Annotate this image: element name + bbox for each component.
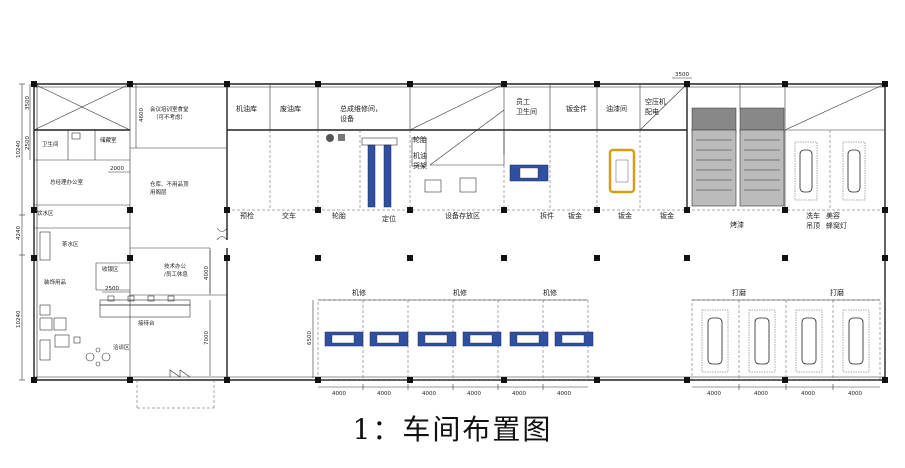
storage-room-label: 储藏室 [100, 136, 117, 144]
dim-bottom-right-3: 4000 [801, 391, 815, 397]
tire-rack [411, 137, 427, 167]
warehouse-note: 用阁层 [150, 188, 167, 196]
dim-bottom-mid-1: 4000 [332, 391, 346, 397]
paint-room-label: 油漆间 [606, 104, 627, 113]
supplies-label: 装饰用品 [44, 278, 67, 286]
mech-lifts [324, 331, 594, 347]
equipment-box [424, 179, 442, 193]
dim-bottom-mid-5: 4000 [512, 391, 526, 397]
dim-6500: 6500 [307, 331, 313, 345]
cashier-label: 收银区 [102, 265, 119, 273]
dim-bottom-right-4: 4000 [848, 391, 862, 397]
waste-oil-label: 废油库 [280, 104, 301, 113]
lounge-label: 洽谈区 [113, 343, 130, 351]
zone-equipment-storage: 设备存放区 [445, 211, 480, 220]
assembly-room-label: 总成维修间， [340, 104, 382, 113]
zone-tire: 轮胎 [332, 211, 346, 220]
dim-2500-left: 2500 [25, 136, 31, 150]
dim-bottom-mid-3: 4000 [422, 391, 436, 397]
dim-bottom-mid-4: 4000 [467, 391, 481, 397]
zone-beauty-note: 蜂窝灯 [826, 221, 847, 230]
dim-2000: 2000 [110, 166, 124, 172]
dim-4600: 4600 [139, 108, 145, 122]
tire-machine-icon [326, 134, 334, 142]
tire-rack-label-2: 机油 [413, 151, 427, 160]
zone-mech-1: 机修 [352, 288, 366, 297]
equipment [324, 107, 870, 373]
sheet-part-room-label: 钣金件 [566, 104, 587, 113]
oil-store-label: 机油库 [236, 104, 257, 113]
dim-bottom-mid-6: 4000 [557, 391, 571, 397]
staff-wc-label: 员工 [516, 98, 530, 106]
diagram-caption: 1：车间布置图 [352, 413, 553, 446]
zone-beauty: 美容 [826, 211, 840, 220]
equipment-box [459, 177, 477, 193]
dim-3500-left: 3500 [25, 96, 31, 110]
tech-office-label: 技术办公 [164, 262, 187, 270]
tire-rack-label: 轮胎 [413, 135, 427, 144]
tea-area-label: 茶水区 [62, 240, 79, 248]
dim-10240-top: 10240 [16, 140, 22, 158]
paint-booth [691, 107, 785, 207]
meeting-room-note: （可不考虑） [153, 113, 186, 121]
balancer-icon [338, 134, 345, 141]
compressor-room-label-2: 配电 [645, 107, 659, 116]
zone-grind-2: 打磨 [830, 288, 844, 297]
disassembly-lift [509, 164, 549, 182]
zone-wash-note: 吊顶 [806, 222, 820, 230]
dim-4240: 4240 [16, 226, 22, 240]
dimension-lines [19, 77, 880, 390]
staff-wc-label-2: 卫生间 [516, 107, 537, 116]
dim-4000-vertical: 4000 [204, 266, 210, 280]
zone-grind-1: 打磨 [732, 288, 746, 297]
assembly-room-note: 设备 [340, 114, 354, 123]
compressor-room-label: 空压机 [645, 97, 666, 106]
grinding-cars [701, 309, 870, 373]
dim-10240-bottom: 10240 [16, 310, 22, 328]
structural-columns [31, 81, 888, 383]
zone-disassembly: 拆件 [540, 211, 554, 220]
sheet-metal-frame [608, 148, 636, 194]
zone-handover: 交车 [282, 211, 296, 220]
dim-2500-mid: 2500 [105, 286, 119, 292]
dim-3500-top: 3500 [675, 72, 689, 78]
zone-wash: 洗车 [806, 211, 820, 220]
tech-office-note: /员工休息 [164, 270, 188, 278]
zone-mech-3: 机修 [543, 288, 557, 297]
wc-label: 卫生间 [42, 140, 59, 148]
drinking-area-label: 饮水区 [37, 209, 54, 217]
gm-office-label: 总经理办公室 [50, 178, 84, 186]
meeting-room-label: 会议培训室食堂 [150, 105, 189, 113]
dim-bottom-right-2: 4000 [754, 391, 768, 397]
alignment-lift [383, 144, 392, 208]
warehouse-label: 仓库、不用品顶 [150, 180, 189, 188]
reception-desk-label: 接待台 [138, 319, 155, 327]
zone-sheet-metal-3: 钣金 [660, 211, 674, 220]
alignment-lift [367, 144, 376, 208]
tire-rack-label-3: 货架 [413, 161, 427, 170]
dim-7000: 7000 [204, 331, 210, 345]
car-outline [794, 141, 866, 201]
zone-mech-2: 机修 [453, 288, 467, 297]
zone-paint: 烤漆 [730, 220, 744, 229]
dim-bottom-mid-2: 4000 [377, 391, 391, 397]
top-room-row [226, 83, 886, 240]
zone-sheet-metal-1: 钣金 [568, 211, 582, 220]
zone-sheet-metal-2: 钣金 [618, 211, 632, 220]
zone-precheck: 预检 [240, 211, 254, 220]
dim-bottom-right-1: 4000 [707, 391, 721, 397]
zone-alignment: 定位 [382, 214, 396, 223]
